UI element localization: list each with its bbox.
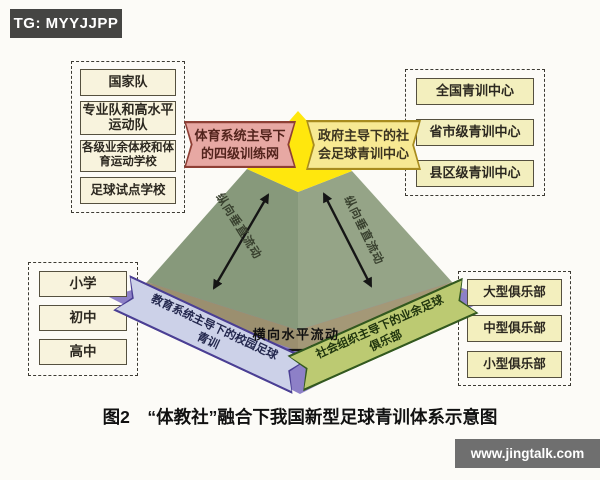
site-watermark: www.jingtalk.com xyxy=(455,439,600,468)
tg-watermark: TG: MYYJJPP xyxy=(10,9,122,38)
box-medium-club: 中型俱乐部 xyxy=(467,315,562,342)
box-pro-teams: 专业队和高水平运动队 xyxy=(80,101,176,135)
panel-clubs: 大型俱乐部 中型俱乐部 小型俱乐部 xyxy=(458,271,571,386)
pyramid-apex xyxy=(247,111,352,192)
vertical-flow-arrow-left xyxy=(212,193,270,290)
vertical-flow-arrow-right xyxy=(322,192,373,288)
box-county-center: 县区级青训中心 xyxy=(416,160,534,187)
ribbon-sport-system: 体育系统主导下的四级训练网 xyxy=(184,121,296,168)
box-junior-high: 初中 xyxy=(39,305,127,331)
panel-schools: 小学 初中 高中 xyxy=(28,262,138,376)
ribbon-government-label: 政府主导下的社会足球青训中心 xyxy=(317,128,409,161)
ribbon-sport-system-label: 体育系统主导下的四级训练网 xyxy=(194,127,286,161)
box-provincial-center: 省市级青训中心 xyxy=(416,119,534,146)
box-large-club: 大型俱乐部 xyxy=(467,279,562,306)
box-small-club: 小型俱乐部 xyxy=(467,351,562,378)
panel-sport-pathway: 国家队 专业队和高水平运动队 各级业余体校和体育运动学校 足球试点学校 xyxy=(71,61,185,213)
box-primary-school: 小学 xyxy=(39,271,127,297)
box-senior-high: 高中 xyxy=(39,339,127,365)
box-national-center: 全国青训中心 xyxy=(416,78,534,105)
box-sports-schools: 各级业余体校和体育运动学校 xyxy=(80,140,176,172)
figure-caption: 图2 “体教社”融合下我国新型足球青训体系示意图 xyxy=(102,407,498,427)
ribbon-government: 政府主导下的社会足球青训中心 xyxy=(306,120,421,170)
box-national-team: 国家队 xyxy=(80,69,176,96)
box-pilot-schools: 足球试点学校 xyxy=(80,177,176,204)
horizontal-flow-label: 横向水平流动 xyxy=(252,327,340,342)
panel-gov-centers: 全国青训中心 省市级青训中心 县区级青训中心 xyxy=(405,69,545,196)
